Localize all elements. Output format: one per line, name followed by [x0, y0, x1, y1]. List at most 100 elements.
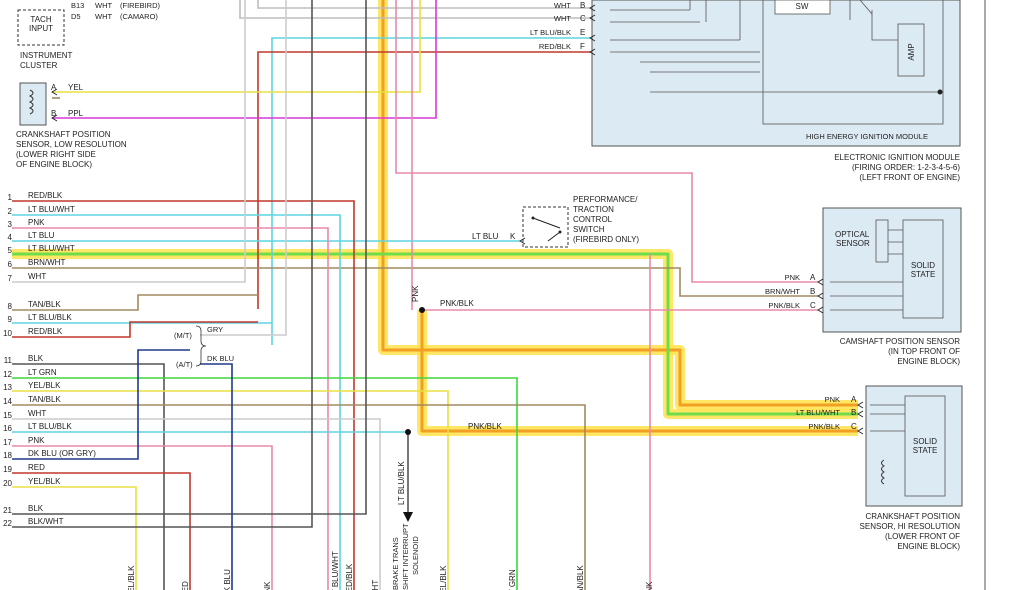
perf-switch-label-4: SWITCH — [573, 225, 605, 234]
wire-name-label: LT BLU/WHT — [28, 205, 75, 214]
wire-set — [12, 0, 818, 590]
dkblu-label: DK BLU — [207, 354, 234, 363]
wire-number: 8 — [8, 302, 13, 311]
bottom-wire-label: YEL/BLK — [127, 565, 136, 590]
ign-label-3: (LEFT FRONT OF ENGINE) — [859, 173, 960, 182]
perf-switch-label-1: PERFORMANCE/ — [573, 195, 638, 204]
wire-name-label: LT BLU/BLK — [28, 313, 72, 322]
bottom-wire-label: LT BLU/WHT — [331, 551, 340, 590]
ign-label-2: (FIRING ORDER: 1-2-3-4-5-6) — [852, 163, 960, 172]
crank-hi-state-label: STATE — [913, 446, 938, 455]
cam-pin-a: A — [810, 273, 816, 282]
note-d5: (CAMARO) — [120, 12, 158, 21]
connector-chevron-icon — [817, 292, 824, 300]
bottom-wire-label: DK BLU — [223, 569, 232, 590]
bottom-wire-label: PNK — [645, 581, 654, 590]
mt-label: (M/T) — [174, 331, 192, 340]
cam-wire-c: PNK/BLK — [768, 301, 800, 310]
ign-label-1: ELECTRONIC IGNITION MODULE — [834, 153, 960, 162]
crank-hi-solid-label: SOLID — [913, 437, 937, 446]
wire-number: 22 — [3, 519, 12, 528]
crank-hi-res-group: SOLID STATE PNK A LT BLU/WHT B PNK/BLK C… — [796, 385, 963, 551]
perf-switch-label-5: (FIREBIRD ONLY) — [573, 235, 639, 244]
wire-number: 11 — [4, 356, 13, 365]
wire-name-label: BLK — [28, 354, 44, 363]
wire-b13: WHT — [95, 1, 112, 10]
wire-name-label: RED — [28, 463, 45, 472]
wire-name-label: TAN/BLK — [28, 395, 61, 404]
crank-hi-label-1: CRANKSHAFT POSITION — [865, 512, 960, 521]
wire-name-label: RED/BLK — [28, 191, 63, 200]
trans-selector-group: (M/T) GRY (A/T) DK BLU — [174, 325, 234, 369]
wire-name-label: PNK — [28, 218, 45, 227]
wire-name-label: YEL/BLK — [28, 477, 61, 486]
connector-chevron-icon — [857, 410, 864, 418]
wire-number: 3 — [8, 220, 13, 229]
junction-dot-pnk — [419, 307, 425, 313]
perf-switch-label-3: CONTROL — [573, 215, 613, 224]
pin-d5: D5 — [71, 12, 81, 21]
sensor-label: SENSOR — [836, 239, 870, 248]
ign-pin-b: B — [580, 1, 585, 10]
wire-number: 2 — [8, 207, 13, 216]
amp-label: AMP — [907, 43, 916, 60]
crank-low-res-group: A YEL B PPL CRANKSHAFT POSITION SENSOR, … — [16, 82, 127, 169]
crank-hi-pin-b: B — [851, 408, 856, 417]
bottom-wire-label: YEL/BLK — [439, 565, 448, 590]
crank-hi-label-2: SENSOR, HI RESOLUTION — [860, 522, 961, 531]
bottom-wire-label: TAN/BLK — [576, 565, 585, 590]
cam-sensor-module — [822, 207, 962, 333]
wire-number: 1 — [8, 193, 13, 202]
pin-b13: B13 — [71, 1, 84, 10]
bottom-wire-label: RED/BLK — [345, 563, 354, 590]
wire-name-label: BLK/WHT — [28, 517, 64, 526]
crank-hi-label-3: (LOWER FRONT OF — [885, 532, 960, 541]
wire-name-label: RED/BLK — [28, 327, 63, 336]
bottom-wire-label: RED — [181, 581, 190, 590]
wire-number: 20 — [3, 479, 12, 488]
connector-chevron-icon — [817, 278, 824, 286]
connector-chevron-icon — [51, 114, 58, 122]
connector-chevron-icon — [589, 34, 596, 42]
perf-switch-label-2: TRACTION — [573, 205, 614, 214]
wire-name-label: TAN/BLK — [28, 300, 61, 309]
ignition-module-group: SW AMP HIGH ENERGY IGNITION MODULE WHT B… — [530, 0, 961, 182]
ign-wire-c: WHT — [554, 14, 571, 23]
crank-low-label-1: CRANKSHAFT POSITION — [16, 130, 111, 139]
tach-input-box — [17, 9, 65, 46]
note-b13: (FIREBIRD) — [120, 1, 161, 10]
connector-chevron-icon — [857, 427, 864, 435]
connector-chevron-icon — [857, 401, 864, 409]
arrow-down-icon — [403, 512, 413, 522]
crank-hi-wire-a: PNK — [825, 395, 840, 404]
cam-wire-b: BRN/WHT — [765, 287, 800, 296]
wire-number: 14 — [3, 397, 12, 406]
connector-chevron-icon — [51, 88, 58, 96]
crank-low-label-4: OF ENGINE BLOCK) — [16, 160, 92, 169]
connector-chevrons — [51, 4, 864, 435]
optical-label: OPTICAL — [835, 230, 870, 239]
brake-line-1: BRAKE TRANS — [391, 537, 400, 590]
wire-name-label: WHT — [28, 272, 46, 281]
coil-icon — [28, 89, 34, 115]
pnk-blk-lower-label: PNK/BLK — [468, 422, 502, 431]
wire-number: 18 — [3, 451, 12, 460]
sw-box — [774, 0, 831, 15]
crank-hi-res-module — [865, 385, 963, 507]
connector-chevron-icon — [519, 237, 526, 245]
wire-name-label: WHT — [28, 409, 46, 418]
ign-pin-c: C — [580, 14, 586, 23]
cam-state-label: STATE — [911, 270, 936, 279]
wire-number: 7 — [8, 274, 13, 283]
pnk-blk-upper-label: PNK/BLK — [440, 299, 474, 308]
wire-name-label: YEL/BLK — [28, 381, 61, 390]
perf-switch-pin: K — [510, 232, 516, 241]
wire-number: 17 — [3, 438, 12, 447]
wire-number: 16 — [3, 424, 12, 433]
brake-line-2: SHIFT INTERRUPT — [401, 523, 410, 590]
crank-low-label-3: (LOWER RIGHT SIDE — [16, 150, 96, 159]
